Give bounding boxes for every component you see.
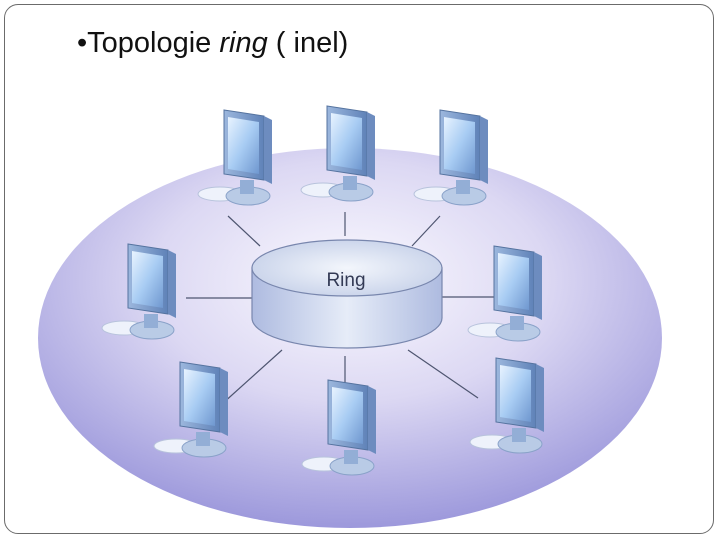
title-bullet: • xyxy=(77,27,88,59)
hub-label: Ring xyxy=(326,270,365,291)
link-top-right xyxy=(411,215,441,247)
link-bottom-right xyxy=(407,349,479,399)
computer-icon xyxy=(197,109,273,206)
title-italic-term: ring xyxy=(219,27,268,59)
link-top-left xyxy=(227,215,261,247)
title-translation: ( inel) xyxy=(267,27,349,59)
title-text: Topologie xyxy=(87,27,220,59)
links xyxy=(186,212,500,405)
link-bottom-left xyxy=(221,349,283,405)
ring-hub: Ring xyxy=(251,239,443,349)
slide-title: •Topologie ring ( inel) xyxy=(77,27,348,60)
